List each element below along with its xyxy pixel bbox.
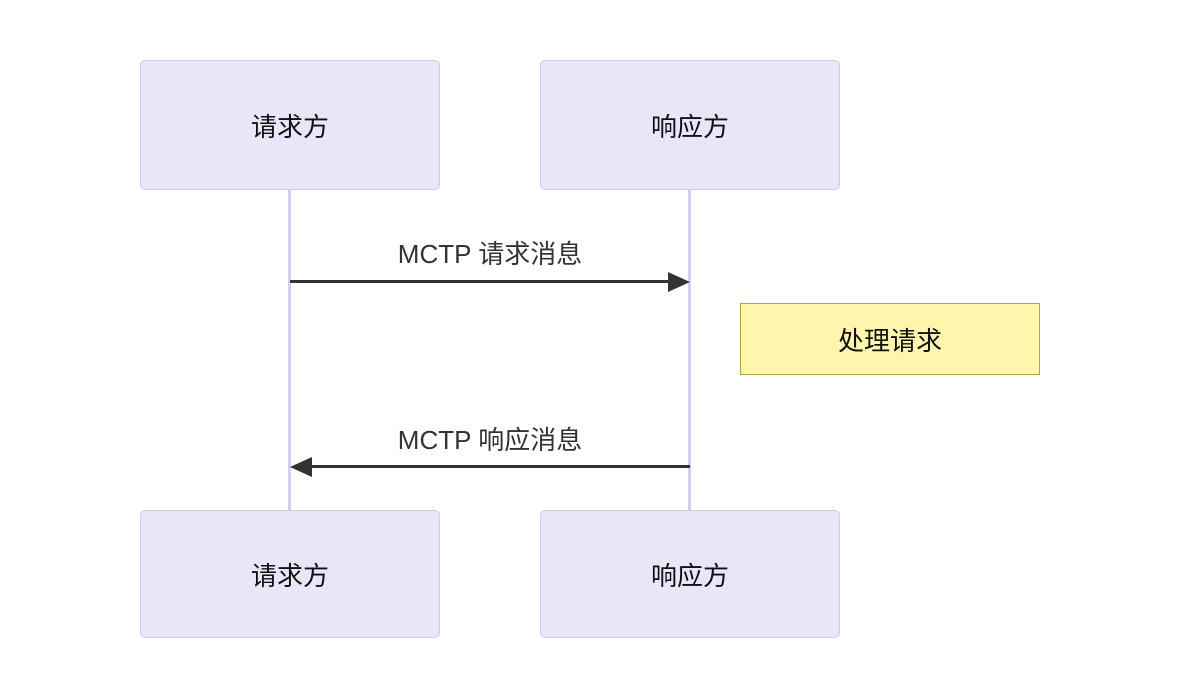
arrowhead-right-icon xyxy=(668,272,690,292)
lifeline-responder xyxy=(688,190,691,512)
actor-bottom-responder-label: 响应方 xyxy=(650,560,729,591)
actor-top-requester: 请求方 xyxy=(140,60,440,190)
actor-top-requester-label: 请求方 xyxy=(250,111,329,142)
note-process-request: 处理请求 xyxy=(740,303,1040,375)
lifeline-requester xyxy=(288,190,291,512)
message-request-label: MCTP 请求消息 xyxy=(397,239,583,269)
actor-bottom-requester: 请求方 xyxy=(140,510,440,638)
message-request-line xyxy=(290,280,670,283)
note-process-request-label: 处理请求 xyxy=(837,325,942,356)
actor-top-responder-label: 响应方 xyxy=(650,111,729,142)
message-response-label: MCTP 响应消息 xyxy=(397,425,583,455)
message-response-line xyxy=(310,465,690,468)
actor-bottom-requester-label: 请求方 xyxy=(250,560,329,591)
arrowhead-left-icon xyxy=(290,457,312,477)
actor-top-responder: 响应方 xyxy=(540,60,840,190)
actor-bottom-responder: 响应方 xyxy=(540,510,840,638)
